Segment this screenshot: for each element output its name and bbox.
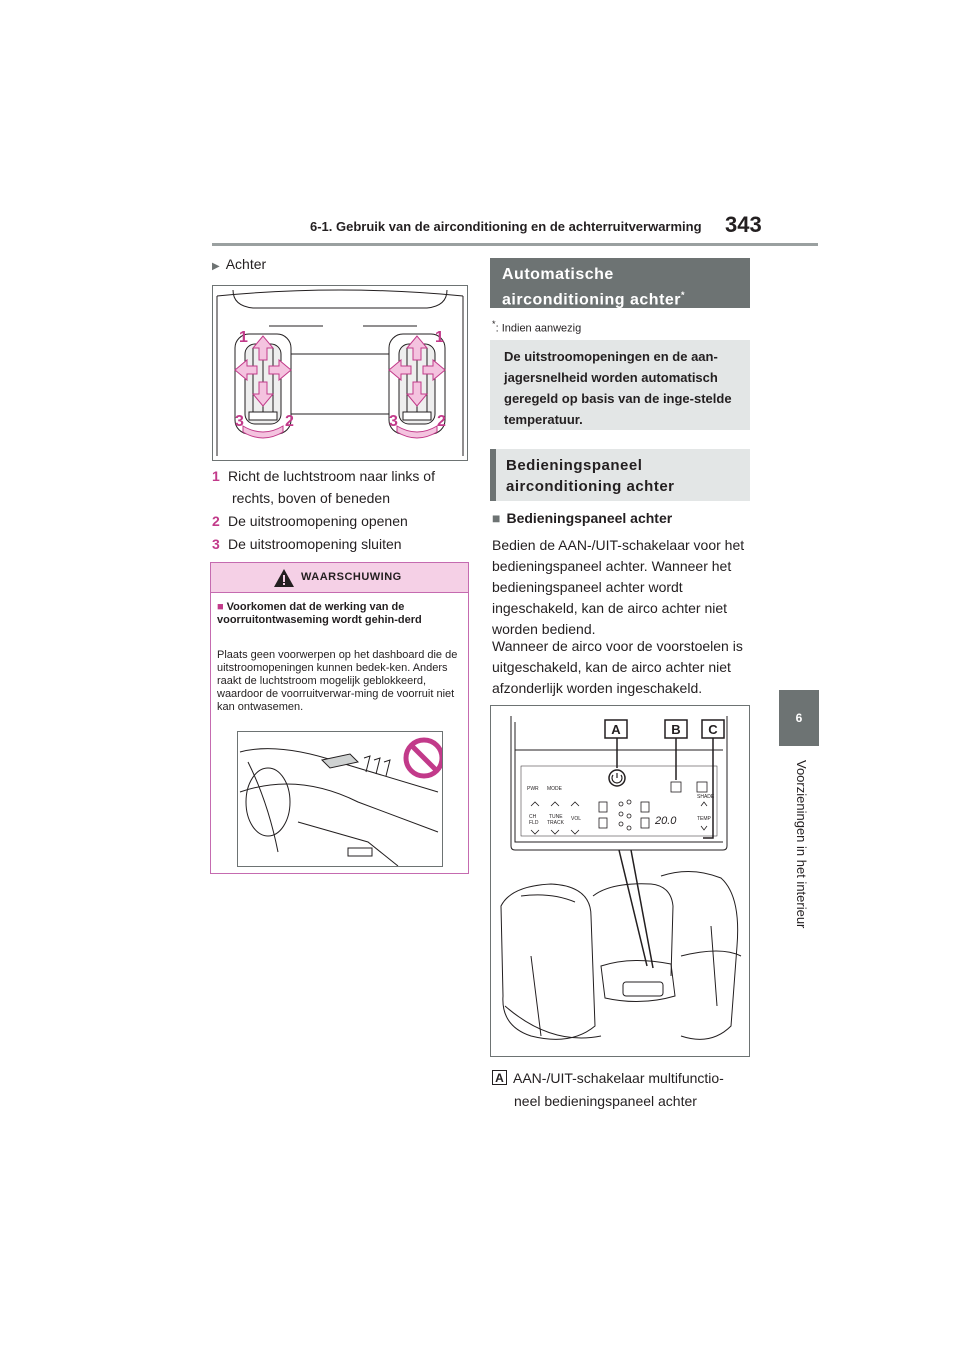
paragraph: Bedien de AAN-/UIT-schakelaar voor het b…: [492, 537, 745, 637]
pwr-label: PWR: [527, 786, 539, 792]
callout-a: A: [611, 722, 621, 737]
shade-label: SHADE: [697, 794, 715, 800]
section-heading-auto-ac: Automatische airconditioning achter*: [490, 258, 750, 308]
warning-header: WAARSCHUWING: [211, 563, 468, 593]
warning-body: Plaats geen voorwerpen op het dashboard …: [217, 649, 458, 713]
vent-callout: 3: [389, 413, 398, 430]
callout-c: C: [708, 722, 718, 737]
triangle-bullet-icon: ▶: [212, 261, 220, 272]
callout-b: B: [671, 722, 680, 737]
warning-icon: [274, 569, 294, 587]
square-bullet-icon: ■: [217, 601, 224, 613]
footnote: *: Indien aanwezig: [492, 319, 582, 335]
paragraph: Wanneer de airco voor de voorstoelen is …: [492, 638, 743, 696]
vent-callout: 1: [435, 329, 444, 346]
dashboard-drawing: [239, 737, 445, 867]
rear-control-panel-illustration: PWR MODE CH FLD TUNE TRACK VOL SHADE TEM…: [490, 705, 750, 1057]
rear-vents-illustration: 1 1 3 2 3 2: [212, 285, 468, 461]
section-heading-control-panel: Bedieningspaneel airconditioning achter: [490, 449, 750, 501]
square-bullet-icon: ■: [492, 510, 501, 526]
caption-badge: A: [492, 1070, 507, 1085]
info-box: De uitstroomopeningen en de aan-jagersne…: [490, 340, 750, 430]
track-label: TRACK: [547, 820, 565, 826]
vent-callout: 2: [437, 413, 446, 430]
tune-label: TUNE: [549, 814, 563, 820]
page-number: 343: [725, 212, 762, 237]
chapter-label: Voorzieningen in het interieur: [794, 760, 809, 929]
vent-callout: 2: [285, 413, 294, 430]
fld-label: FLD: [529, 820, 539, 826]
vent-callout: 1: [239, 329, 248, 346]
vol-label: VOL: [571, 816, 581, 822]
subheading: ■Bedieningspaneel achter: [492, 510, 673, 526]
temp-label: TEMP: [697, 816, 712, 822]
ch-label: CH: [529, 814, 537, 820]
running-header: 6-1. Gebruik van de airconditioning en d…: [310, 219, 702, 234]
dashboard-illustration: [237, 731, 445, 867]
mode-label: MODE: [547, 786, 563, 792]
control-panel-drawing: PWR MODE CH FLD TUNE TRACK VOL SHADE TEM…: [500, 716, 742, 1040]
header-divider: [212, 243, 818, 246]
vent-callout: 3: [235, 413, 244, 430]
bullet-achter: ▶Achter: [212, 256, 267, 272]
warning-subtitle: ■Voorkomen dat de werking van de voorrui…: [217, 601, 422, 626]
chapter-tab: 6: [779, 690, 819, 746]
temp-value: 20.0: [654, 815, 677, 827]
vents-drawing: 1 1 3 2 3 2: [216, 289, 464, 456]
warning-box: WAARSCHUWING ■Voorkomen dat de werking v…: [210, 562, 469, 874]
